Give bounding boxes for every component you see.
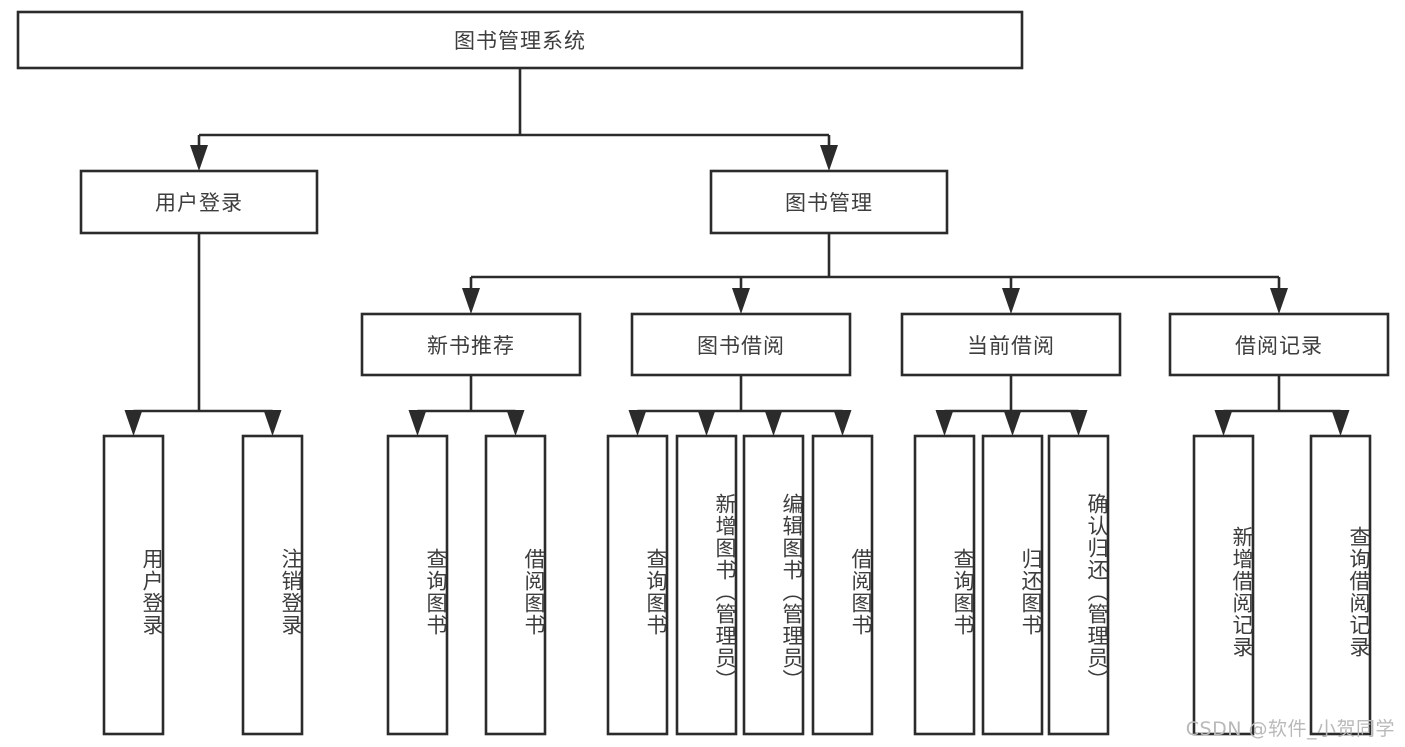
node-box-leaf-query-book-recommend[interactable]: [386, 434, 449, 736]
node-box-leaf-edit-book[interactable]: [742, 434, 805, 736]
node-borrow-record[interactable]: [1170, 314, 1388, 375]
arrow-head-icon: [1003, 410, 1022, 436]
node-leaf-borrow-book[interactable]: [813, 436, 872, 734]
arrow-head-icon: [697, 410, 716, 436]
node-leaf-borrow-book-recommend[interactable]: [486, 436, 545, 734]
arrow-head-icon: [462, 288, 480, 314]
edges-layer: [124, 68, 1350, 436]
arrow-head-icon: [833, 410, 852, 436]
node-leaf-add-borrow-record[interactable]: [1194, 436, 1253, 734]
arrow-head-icon: [1331, 410, 1350, 436]
arrow-head-icon: [190, 145, 208, 171]
node-box-leaf-add-book[interactable]: [675, 434, 738, 736]
arrow-head-icon: [263, 410, 282, 436]
node-user-login[interactable]: [81, 171, 317, 233]
arrow-head-icon: [408, 410, 427, 436]
node-root[interactable]: [18, 12, 1022, 68]
arrow-head-icon: [506, 410, 525, 436]
node-new-book-recommend[interactable]: [362, 314, 580, 375]
node-leaf-query-book-borrow[interactable]: [608, 436, 667, 734]
node-box-leaf-logout[interactable]: [241, 434, 304, 736]
node-box-new-book-recommend[interactable]: [360, 312, 582, 377]
node-leaf-query-borrow-record[interactable]: [1311, 436, 1370, 734]
arrow-head-icon: [1270, 288, 1288, 314]
node-leaf-confirm-return[interactable]: [1049, 436, 1108, 734]
node-box-leaf-borrow-book-recommend[interactable]: [484, 434, 547, 736]
node-book-borrow[interactable]: [632, 314, 850, 375]
node-book-manage[interactable]: [711, 171, 947, 233]
node-box-leaf-return-book[interactable]: [981, 434, 1044, 736]
arrow-head-icon: [1214, 410, 1233, 436]
node-box-book-borrow[interactable]: [630, 312, 852, 377]
node-leaf-user-login[interactable]: [104, 436, 163, 734]
node-box-book-manage[interactable]: [709, 169, 949, 235]
node-leaf-return-book[interactable]: [983, 436, 1042, 734]
node-box-root[interactable]: [16, 10, 1024, 70]
node-box-leaf-query-book-current[interactable]: [913, 434, 976, 736]
nodes-layer: [16, 10, 1390, 736]
node-leaf-query-book-current[interactable]: [915, 436, 974, 734]
arrow-head-icon: [1069, 410, 1088, 436]
node-leaf-add-book[interactable]: [677, 436, 736, 734]
arrow-head-icon: [1002, 288, 1020, 314]
node-box-leaf-confirm-return[interactable]: [1047, 434, 1110, 736]
node-leaf-logout[interactable]: [243, 436, 302, 734]
node-leaf-edit-book[interactable]: [744, 436, 803, 734]
node-leaf-query-book-recommend[interactable]: [388, 436, 447, 734]
node-box-leaf-query-borrow-record[interactable]: [1309, 434, 1372, 736]
arrow-head-icon: [764, 410, 783, 436]
node-box-leaf-user-login[interactable]: [102, 434, 165, 736]
arrow-head-icon: [628, 410, 647, 436]
node-box-borrow-record[interactable]: [1168, 312, 1390, 377]
node-box-current-borrow[interactable]: [900, 312, 1122, 377]
arrow-head-icon: [935, 410, 954, 436]
node-box-leaf-borrow-book[interactable]: [811, 434, 874, 736]
arrow-head-icon: [732, 288, 750, 314]
arrow-head-icon: [124, 410, 143, 436]
arrow-head-icon: [820, 145, 838, 171]
node-current-borrow[interactable]: [902, 314, 1120, 375]
node-box-user-login[interactable]: [79, 169, 319, 235]
node-box-leaf-query-book-borrow[interactable]: [606, 434, 669, 736]
node-box-leaf-add-borrow-record[interactable]: [1192, 434, 1255, 736]
